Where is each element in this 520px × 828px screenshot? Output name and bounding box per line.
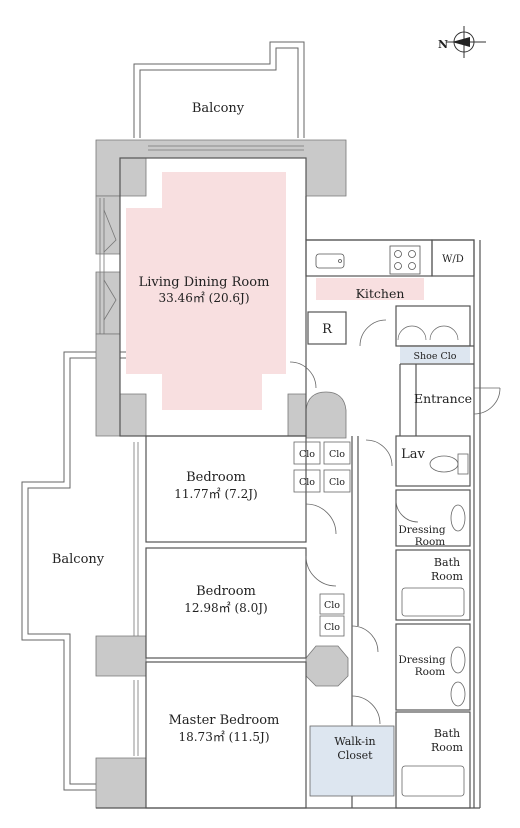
closet-label: Clo xyxy=(329,477,345,488)
master-bedroom-label: Master Bedroom xyxy=(169,713,280,728)
bathtub-icon xyxy=(401,587,465,617)
bath-room-2-line1: Bath xyxy=(434,727,460,740)
washbasin-icon xyxy=(450,646,466,674)
bathtub-icon xyxy=(401,765,465,797)
bedroom-1-label: Bedroom xyxy=(186,470,246,485)
closet-label: Clo xyxy=(299,477,315,488)
shoe-closet-label: Shoe Clo xyxy=(413,351,456,362)
bedroom-1-area: 11.77㎡ (7.2J) xyxy=(174,487,257,501)
closet-label: Clo xyxy=(329,449,345,460)
interior-walls xyxy=(96,157,481,809)
closet-label: Clo xyxy=(299,449,315,460)
living-dining-fill xyxy=(126,172,286,410)
bath-room-1-line1: Bath xyxy=(434,556,460,569)
living-dining-label: Living Dining Room xyxy=(139,275,270,290)
bedroom-1-closets xyxy=(293,441,351,493)
bedroom-1-door xyxy=(305,503,337,535)
living-dining-area: 33.46㎡ (20.6J) xyxy=(158,291,249,305)
kitchen-sink-icon xyxy=(315,253,345,269)
compass-north-label: N xyxy=(438,38,448,51)
living-window-left xyxy=(99,198,117,334)
shoe-closet-fill xyxy=(400,347,470,363)
shoe-closet-doors xyxy=(397,325,459,341)
walk-in-door xyxy=(351,695,381,725)
closet-label: Clo xyxy=(324,622,340,633)
dressing-room-2-line2: Room xyxy=(415,666,446,678)
bedroom-windows xyxy=(133,442,139,756)
bath-room-1-line2: Room xyxy=(431,570,464,583)
balcony-left-label: Balcony xyxy=(52,552,105,567)
kitchen-fill xyxy=(316,278,424,300)
kitchen-label: Kitchen xyxy=(356,286,405,301)
lavatory-label: Lav xyxy=(401,447,425,462)
stove-icon xyxy=(389,245,421,275)
dressing-room-1-line2: Room xyxy=(415,536,446,548)
bedroom-2-label: Bedroom xyxy=(196,584,256,599)
refrigerator-label: R xyxy=(322,322,333,337)
dressing-room-1-line1: Dressing xyxy=(398,524,446,536)
balcony-top-railing xyxy=(133,41,305,138)
toilet-icon xyxy=(429,453,469,475)
entrance-label: Entrance xyxy=(414,391,472,406)
bedroom-2-door xyxy=(305,555,337,587)
compass: N xyxy=(438,26,486,58)
washbasin-icon xyxy=(450,504,466,532)
bedroom-2-area: 12.98㎡ (8.0J) xyxy=(184,601,267,615)
living-window-top xyxy=(148,145,304,151)
washer-dryer-label: W/D xyxy=(442,254,464,265)
bedroom-2-closets xyxy=(319,593,345,637)
dressing-room-2-line1: Dressing xyxy=(398,654,446,666)
master-bedroom-area: 18.73㎡ (11.5J) xyxy=(178,730,269,744)
closet-label: Clo xyxy=(324,600,340,611)
bath-room-2-line2: Room xyxy=(431,741,464,754)
balcony-left-railing xyxy=(21,351,136,791)
toilet-icon xyxy=(450,681,466,707)
interior-doors xyxy=(289,319,419,653)
walk-in-closet-line2: Closet xyxy=(337,749,373,762)
walk-in-closet-fill xyxy=(309,725,395,797)
entrance-door xyxy=(473,387,501,415)
walk-in-closet-line1: Walk-in xyxy=(334,735,375,748)
balcony-top-label: Balcony xyxy=(192,101,245,116)
